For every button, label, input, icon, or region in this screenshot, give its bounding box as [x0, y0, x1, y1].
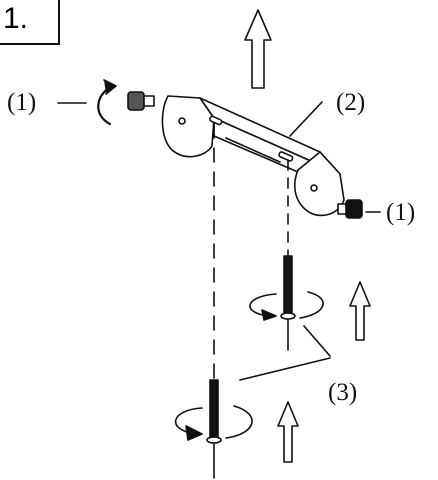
- label-anchors: (3): [328, 379, 358, 406]
- screw-left-icon: [127, 91, 155, 111]
- screw-right-icon: [337, 199, 363, 219]
- push-arrow-right-icon: [349, 281, 371, 341]
- label-screw-left: (1): [7, 89, 37, 116]
- leader-anchors-a: [303, 325, 331, 357]
- anchor-left-icon: [174, 379, 253, 479]
- anchor-right-icon: [249, 255, 324, 351]
- label-bracket: (2): [336, 89, 366, 116]
- bracket-icon: [161, 95, 345, 217]
- leader-bracket: [289, 101, 323, 137]
- step-number-box: 1.: [0, 0, 60, 45]
- leader-anchors-b: [239, 357, 331, 381]
- push-arrow-left-icon: [277, 401, 299, 463]
- lift-arrow-top-icon: [244, 9, 272, 89]
- step-number: 1.: [3, 2, 29, 35]
- label-screw-right: (1): [386, 199, 416, 226]
